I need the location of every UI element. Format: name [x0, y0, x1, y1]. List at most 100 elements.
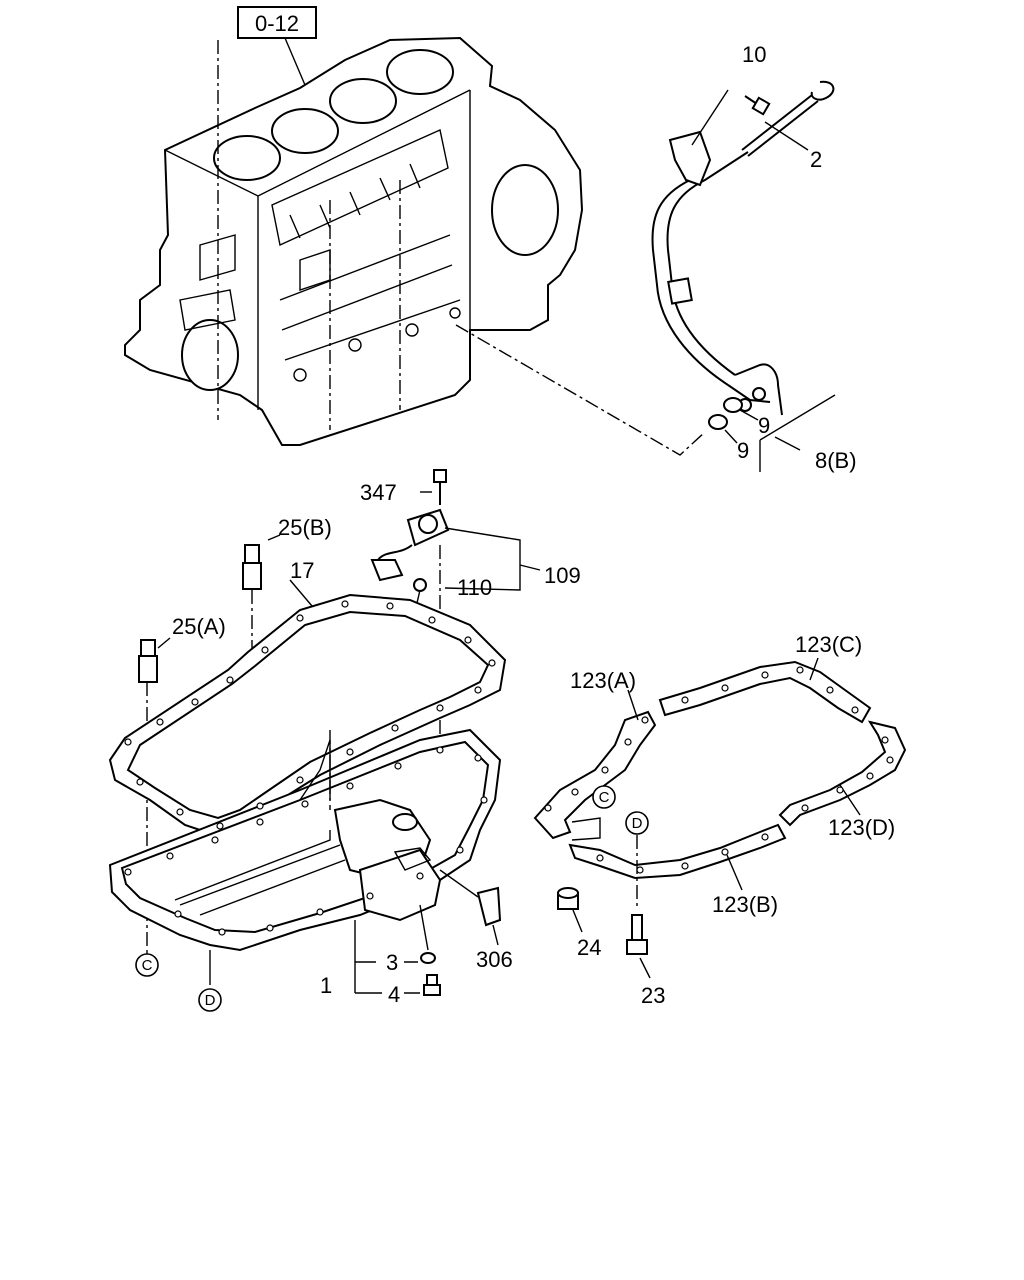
bolt-hole — [488, 659, 496, 667]
svg-text:C: C — [142, 957, 153, 974]
bolt-hole — [761, 833, 769, 841]
circle-marker-d-gasket: D — [625, 811, 649, 835]
bolt-hole — [636, 866, 644, 874]
callout-9-lower: 9 — [737, 438, 749, 463]
callout-1: 1 — [320, 973, 332, 998]
bolt-hole — [641, 716, 649, 724]
bolt-hole — [681, 696, 689, 704]
callout-123d: 123(D) — [828, 815, 895, 840]
bolt-hole — [721, 684, 729, 692]
engine-block — [124, 36, 584, 446]
gasket-123c — [658, 660, 872, 724]
bolt-hole — [394, 762, 402, 770]
bolt-hole — [191, 698, 199, 706]
bolt-hole — [801, 804, 809, 812]
callout-306: 306 — [476, 947, 513, 972]
callout-109: 109 — [544, 563, 581, 588]
bolt-hole — [296, 614, 304, 622]
dipstick-assembly — [651, 80, 835, 430]
callout-17: 17 — [290, 558, 314, 583]
bolt-hole — [436, 704, 444, 712]
oil-pan — [108, 728, 502, 952]
bolt-hole — [346, 782, 354, 790]
bolt-hole — [166, 852, 174, 860]
svg-text:D: D — [205, 992, 216, 1009]
callout-123b: 123(B) — [712, 892, 778, 917]
bolt-hole — [176, 808, 184, 816]
callout-4: 4 — [388, 982, 400, 1007]
bolt-hole — [256, 818, 264, 826]
circle-marker-d-pan: D — [198, 988, 222, 1012]
washer — [420, 952, 436, 964]
callout-8b: 8(B) — [815, 448, 857, 473]
callout-123a: 123(A) — [570, 668, 636, 693]
bolt-hole — [851, 706, 859, 714]
bolt-hole — [428, 616, 436, 624]
callout-110: 110 — [457, 575, 492, 600]
gasket-123d — [778, 720, 907, 827]
bolt-hole — [796, 666, 804, 674]
bolt-hole — [474, 686, 482, 694]
bolt-hole — [881, 736, 889, 744]
callout-2: 2 — [810, 147, 822, 172]
svg-text:D: D — [632, 815, 643, 832]
bolt-hole — [366, 892, 374, 900]
bracket-306 — [439, 869, 502, 927]
bolt-hole — [436, 746, 444, 754]
bolt-hole — [721, 848, 729, 856]
bolt-hole — [464, 636, 472, 644]
callout-25a: 25(A) — [172, 614, 226, 639]
bolt-hole — [124, 868, 132, 876]
bolt-hole — [301, 800, 309, 808]
bolt-hole — [681, 862, 689, 870]
bolt-hole — [156, 718, 164, 726]
bolt-hole — [218, 928, 226, 936]
drain-plug — [423, 974, 441, 996]
bolt-hole — [456, 846, 464, 854]
callout-123c: 123(C) — [795, 632, 862, 657]
bolt-hole — [624, 738, 632, 746]
oil-pan-gasket — [108, 593, 507, 837]
bolt-hole — [296, 776, 304, 784]
callout-25b: 25(B) — [278, 515, 332, 540]
callout-347: 347 — [360, 480, 397, 505]
bolt-23 — [626, 914, 648, 955]
bolt-hole — [136, 778, 144, 786]
callout-10: 10 — [742, 42, 766, 67]
bolt-hole — [124, 738, 132, 746]
stud-25a — [138, 639, 158, 950]
bolt-hole — [596, 854, 604, 862]
bolt-hole — [266, 924, 274, 932]
circle-marker-c-gasket: C — [592, 785, 616, 809]
circle-marker-c-pan: C — [135, 953, 159, 977]
bolt-hole — [174, 910, 182, 918]
nut-24 — [557, 887, 579, 910]
callout-24: 24 — [577, 935, 601, 960]
bolt-hole — [256, 802, 264, 810]
callout-labels: 10 2 9 9 8(B) 347 25(B) 17 109 110 25(A)… — [172, 42, 895, 1008]
svg-text:C: C — [599, 789, 610, 806]
callout-3: 3 — [386, 950, 398, 975]
bolt-hole — [386, 602, 394, 610]
bolt-hole — [341, 600, 349, 608]
bolt-hole — [866, 772, 874, 780]
reference-label: 0-12 — [255, 11, 299, 36]
gasket-123b — [568, 823, 787, 880]
bolt-hole — [601, 766, 609, 774]
bolt-hole — [391, 724, 399, 732]
bolt-hole — [316, 908, 324, 916]
bolt-hole — [474, 754, 482, 762]
bolt-hole — [416, 872, 424, 880]
callout-23: 23 — [641, 983, 665, 1008]
reference-box: 0-12 — [237, 6, 317, 86]
bolt-hole — [571, 788, 579, 796]
bolt-hole — [480, 796, 488, 804]
bolt-hole — [346, 748, 354, 756]
bolt-hole — [226, 676, 234, 684]
bolt-hole — [886, 756, 894, 764]
bolt-hole — [826, 686, 834, 694]
bolt-hole — [261, 646, 269, 654]
bolt-hole — [216, 822, 224, 830]
bolt-hole — [544, 804, 552, 812]
